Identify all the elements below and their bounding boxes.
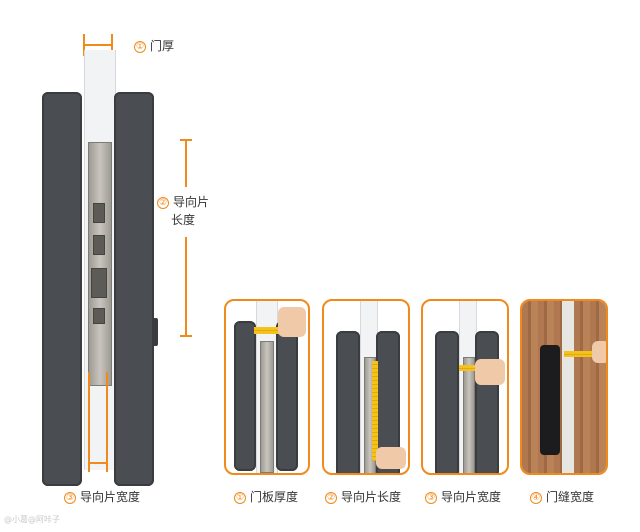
door-thickness-indicator	[83, 34, 113, 56]
measuring-tape	[372, 361, 378, 461]
latch-slot	[93, 235, 105, 255]
latch-slot	[93, 308, 105, 324]
measuring-tape	[459, 365, 489, 371]
lock-body-right	[114, 92, 154, 486]
panel-guide-width	[421, 299, 509, 475]
guide-length-indicator	[120, 139, 192, 337]
panel-guide-length	[322, 299, 410, 475]
hand	[278, 307, 306, 337]
hand	[592, 341, 606, 363]
hand	[475, 359, 505, 385]
hand	[376, 447, 406, 469]
guide-width-indicator	[88, 372, 108, 472]
smart-lock	[540, 345, 560, 455]
wood-door-right	[574, 301, 606, 473]
latch-slot	[93, 203, 105, 223]
bolt-slot	[91, 268, 107, 298]
lock-body-left	[42, 92, 82, 486]
measuring-tape	[254, 327, 286, 334]
panel-door-gap	[520, 299, 608, 475]
panel-door-thickness	[224, 299, 310, 475]
measuring-tape	[564, 351, 598, 357]
guide-plate	[88, 142, 112, 386]
watermark: @小葛@阿咔子	[4, 515, 60, 524]
